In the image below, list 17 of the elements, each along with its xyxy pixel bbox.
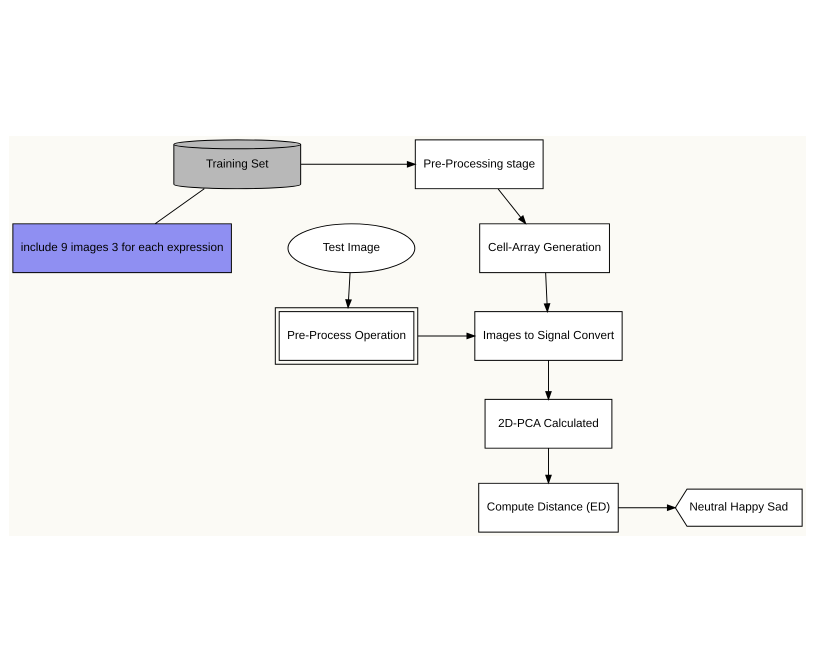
node-box: 2D-PCA Calculated	[484, 398, 612, 448]
node-box: Compute Distance (ED)	[478, 482, 619, 532]
node-box: Images to Signal Convert	[474, 310, 623, 360]
arrow	[417, 332, 476, 339]
node-ellipse: Test Image	[288, 222, 416, 273]
arrow	[498, 188, 527, 224]
node-box: Pre-Process Operation	[274, 306, 418, 364]
arrow	[618, 504, 677, 511]
node-box: Cell-Array Generation	[479, 222, 610, 273]
arrow	[300, 160, 417, 168]
arrow	[545, 448, 552, 484]
connector	[154, 188, 205, 224]
node-box: include 9 images 3 for each expression	[12, 222, 232, 273]
arrow	[544, 272, 550, 313]
node-box: Pre-Processing stage	[414, 138, 544, 189]
arrow	[545, 359, 552, 400]
arrow	[345, 272, 352, 309]
